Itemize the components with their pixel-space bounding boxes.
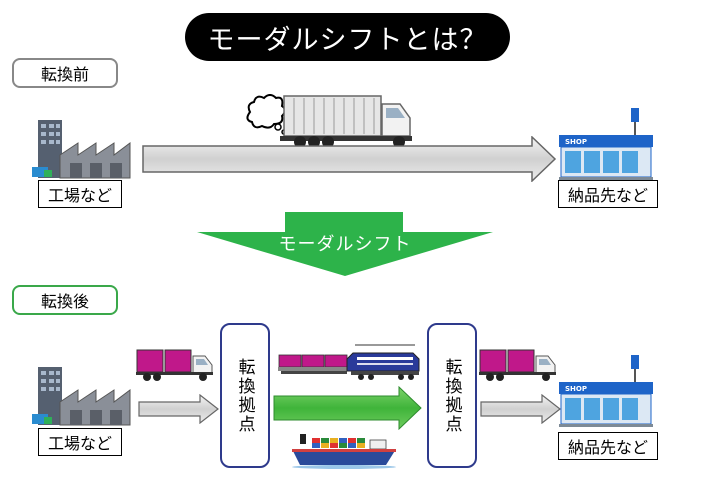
after-origin-label: 工場など — [38, 428, 122, 456]
before-origin-text: 工場など — [47, 186, 112, 205]
factory-icon — [32, 120, 131, 179]
modal-shift-arrow — [197, 212, 493, 276]
before-tag-label: 転換前 — [40, 65, 89, 84]
transfer-hub-left-text: 転換拠点 — [234, 357, 255, 434]
factory-icon-after — [32, 367, 131, 426]
after-origin-text: 工場など — [47, 434, 112, 453]
after-arrow-right — [480, 394, 561, 424]
modal-shift-label: モーダルシフト — [195, 232, 495, 255]
transfer-hub-left: 転換拠点 — [220, 323, 270, 468]
truck-icon — [246, 94, 412, 148]
before-destination-label: 納品先など — [558, 180, 658, 208]
transfer-hub-right: 転換拠点 — [427, 323, 477, 468]
shop-icon: SHOP — [559, 108, 653, 180]
before-destination-text: 納品先など — [567, 186, 648, 205]
before-arrow — [142, 136, 557, 182]
container-truck-icon-right — [479, 349, 556, 381]
transfer-hub-right-text: 転換拠点 — [441, 357, 462, 434]
before-tag: 転換前 — [12, 58, 118, 88]
after-destination-text: 納品先など — [567, 438, 648, 457]
after-destination-label: 納品先など — [558, 432, 658, 460]
shop-icon-after: SHOP — [559, 355, 653, 427]
after-arrow-left — [138, 394, 219, 424]
after-tag: 転換後 — [12, 285, 118, 315]
freight-train-icon — [278, 344, 420, 380]
page-title: モーダルシフトとは？ — [185, 13, 510, 61]
modal-shift-text: モーダルシフト — [278, 234, 412, 255]
container-ship-icon — [292, 434, 396, 469]
before-origin-label: 工場など — [38, 180, 122, 208]
shop-sign-after: SHOP — [565, 385, 587, 393]
page-title-text: モーダルシフトとは？ — [207, 24, 488, 56]
container-truck-icon — [136, 349, 213, 381]
shop-sign: SHOP — [565, 138, 587, 146]
after-tag-label: 転換後 — [40, 292, 89, 311]
after-arrow-green — [273, 386, 422, 430]
